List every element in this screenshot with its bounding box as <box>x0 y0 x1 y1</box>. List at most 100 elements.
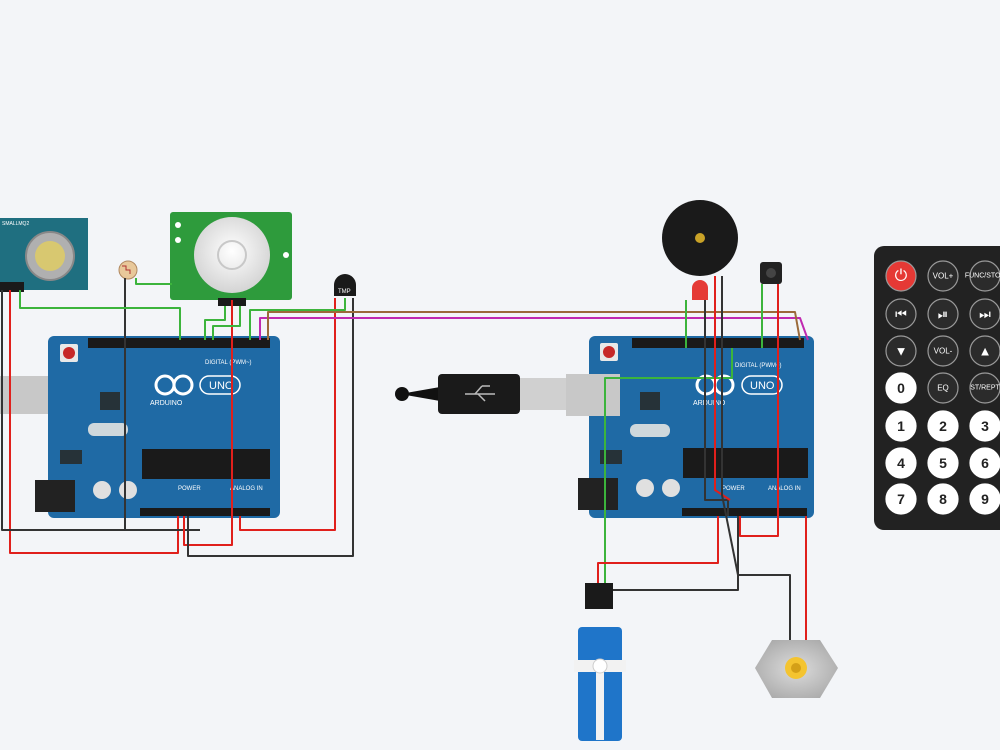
wire-black-right-2 <box>704 300 729 516</box>
wire-red-left-1 <box>9 290 179 554</box>
model-label-left: UNO <box>209 380 234 392</box>
piezo-buzzer[interactable] <box>662 200 738 276</box>
wire-green-left-1 <box>19 290 181 340</box>
remote-key-label: 8 <box>939 491 947 507</box>
remote-key-4[interactable]: 4 <box>885 447 917 479</box>
wire-black-left-1 <box>1 290 148 531</box>
wire-black-left-2 <box>124 278 200 531</box>
power-analog-header-left[interactable] <box>140 508 270 516</box>
tmp-label: TMP <box>338 289 351 295</box>
wire-magenta <box>259 317 809 341</box>
remote-key-label: 7 <box>897 491 905 507</box>
down-icon: ▼ <box>895 344 908 359</box>
remote-key-label: 9 <box>981 491 989 507</box>
reset-button-right[interactable] <box>603 346 615 358</box>
remote-key-vol-[interactable]: VOL- <box>927 335 959 367</box>
up-icon: ▲ <box>979 344 992 359</box>
wire-black-right-1 <box>613 516 739 591</box>
wire-green-right-1 <box>604 348 733 583</box>
remote-key-up[interactable]: ▲ <box>969 335 1000 367</box>
remote-key-5[interactable]: 5 <box>927 447 959 479</box>
remote-key-6[interactable]: 6 <box>969 447 1000 479</box>
model-label-right: UNO <box>750 380 775 392</box>
pir-sensor[interactable] <box>170 212 292 306</box>
wire-green-left-3 <box>204 306 226 340</box>
remote-key-label: 6 <box>981 455 989 471</box>
ir-remote[interactable]: ⏻ VOL+ FUNC/STOP ⏮ ⏯ ⏭ ▼ VOL- ▲ 0 EQ ST/REPT 1 2 3 4 5 6 7… <box>874 246 1000 530</box>
remote-key-func-stop[interactable]: FUNC/STOP <box>965 260 1000 292</box>
remote-key-eq[interactable]: EQ <box>927 372 959 404</box>
chip-right <box>683 448 808 478</box>
remote-key-down[interactable]: ▼ <box>885 335 917 367</box>
arduino-uno-left[interactable]: DIGITAL (PWM~) UNO ARDUINO POWER ANALOG … <box>0 336 280 518</box>
usb-port-left <box>0 376 48 414</box>
reset-button-left[interactable] <box>63 347 75 359</box>
remote-key-label: EQ <box>937 384 949 393</box>
analog-label-left: ANALOG IN <box>230 486 263 492</box>
gas-sensor-mq2[interactable]: SMALLMQ2 <box>0 218 88 292</box>
remote-key-label: 2 <box>939 418 947 434</box>
power-analog-header-right[interactable] <box>682 508 807 516</box>
wire-red-right-4 <box>739 284 779 537</box>
wire-red-right-2 <box>714 276 731 501</box>
remote-power-button[interactable]: ⏻ <box>885 260 917 292</box>
remote-key-3[interactable]: 3 <box>969 410 1000 442</box>
digital-header-left[interactable] <box>88 338 270 348</box>
wire-red-left-2 <box>183 300 233 546</box>
remote-key-play-pause[interactable]: ⏯ <box>927 298 959 330</box>
servo-motor[interactable] <box>574 583 626 741</box>
remote-key-prev[interactable]: ⏮ <box>885 298 917 330</box>
wire-red-left-3 <box>239 298 336 531</box>
power-label-left: POWER <box>178 486 201 492</box>
remote-key-0[interactable]: 0 <box>885 372 917 404</box>
digital-label-right: DIGITAL (PWM~) <box>735 363 782 369</box>
usb-icon <box>465 385 495 402</box>
remote-key-7[interactable]: 7 <box>885 483 917 515</box>
wire-green-left-2 <box>135 278 172 285</box>
usb-cable[interactable] <box>395 374 566 414</box>
digital-header-right[interactable] <box>632 338 804 348</box>
brand-label-right: ARDUINO <box>693 400 726 407</box>
wire-black-left-3 <box>187 298 354 557</box>
wire-green-left-4 <box>212 306 241 340</box>
remote-key-2[interactable]: 2 <box>927 410 959 442</box>
temperature-sensor[interactable]: TMP <box>334 274 356 296</box>
wire-green-left-5 <box>249 298 346 340</box>
wire-brown <box>267 311 801 341</box>
red-led[interactable] <box>692 280 708 300</box>
next-icon: ⏭ <box>979 307 991 322</box>
remote-key-label: 0 <box>897 380 905 396</box>
remote-key-st-rept[interactable]: ST/REPT <box>969 372 1000 404</box>
prev-icon: ⏮ <box>895 307 907 322</box>
remote-key-1[interactable]: 1 <box>885 410 917 442</box>
power-label-right: POWER <box>722 486 745 492</box>
digital-label-left: DIGITAL (PWM~) <box>205 360 252 366</box>
remote-key-label: 5 <box>939 455 947 471</box>
wire-black-right-3 <box>721 276 791 640</box>
remote-key-next[interactable]: ⏭ <box>969 298 1000 330</box>
brand-label-left: ARDUINO <box>150 400 183 407</box>
ir-receiver[interactable] <box>760 262 782 284</box>
remote-key-label: VOL- <box>934 347 953 356</box>
play-pause-icon: ⏯ <box>938 307 948 322</box>
dc-motor[interactable] <box>755 640 838 698</box>
usb-port-right <box>566 374 620 416</box>
wires <box>1 276 809 640</box>
photoresistor[interactable] <box>118 260 138 280</box>
remote-key-9[interactable]: 9 <box>969 483 1000 515</box>
power-icon: ⏻ <box>895 268 908 285</box>
remote-key-vol-[interactable]: VOL+ <box>927 260 959 292</box>
power-jack-right <box>578 478 618 510</box>
remote-key-8[interactable]: 8 <box>927 483 959 515</box>
analog-label-right: ANALOG IN <box>768 486 801 492</box>
arduino-uno-right[interactable]: DIGITAL (PWM~) UNO ARDUINO POWER ANALOG … <box>566 336 814 518</box>
remote-key-label: 4 <box>897 455 905 471</box>
remote-key-label: 3 <box>981 418 989 434</box>
remote-key-label: VOL+ <box>933 272 954 281</box>
gas-sensor-label: SMALLMQ2 <box>2 221 29 227</box>
chip-left <box>142 449 270 479</box>
wire-red-right-1 <box>597 516 719 583</box>
power-jack-left <box>35 480 75 512</box>
remote-key-label: 1 <box>897 418 905 434</box>
